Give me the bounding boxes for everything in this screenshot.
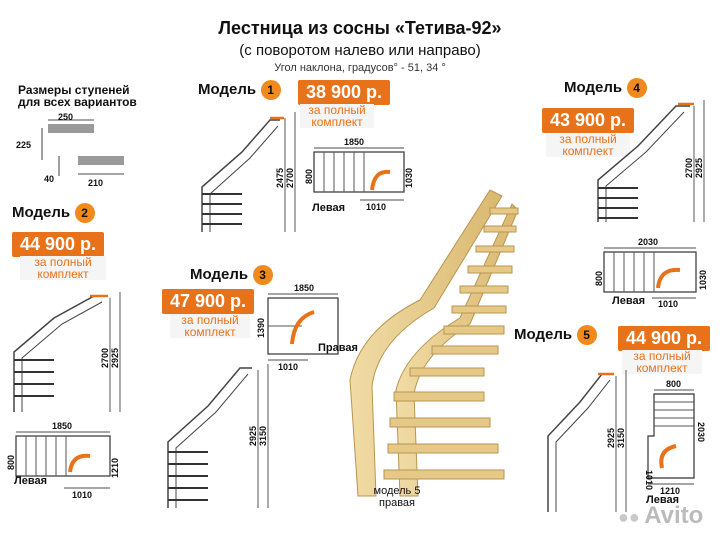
model-5-plan-view: 800 1010 2030 1210 xyxy=(644,379,706,496)
model-2-header: Модель 2 xyxy=(12,203,95,223)
model-4-side: Левая xyxy=(612,295,645,307)
dim-250: 250 xyxy=(58,112,73,122)
model-4-h2: 2925 xyxy=(694,158,704,178)
model-2-side-view: 2700 2925 xyxy=(13,292,121,412)
photo-caption-line1: модель 5 xyxy=(373,485,421,497)
model-3-badge: 3 xyxy=(252,265,273,285)
model-1-label: Модель xyxy=(198,81,257,98)
photo-caption: модель 5 правая xyxy=(362,485,432,509)
model-2-plan-view: 1850 800 1210 1010 xyxy=(6,421,120,500)
model-4-label: Модель xyxy=(564,79,623,96)
model-3-plan-view: 1850 1390 1010 xyxy=(256,283,339,372)
model-1-full-set: за полный комплект xyxy=(300,104,374,128)
model-3-side: Правая xyxy=(318,342,358,354)
model-4-plan-b: 1010 xyxy=(658,299,678,308)
model-5-full-set: за полный комплект xyxy=(622,350,702,374)
model-5-price: 44 900 р. xyxy=(618,326,711,351)
avito-dots-icon: ●● xyxy=(618,507,640,527)
page-subtitle: (с поворотом налево или направо) xyxy=(239,42,481,59)
model-5-plan-w: 800 xyxy=(666,379,681,389)
model-4-side-view: 2700 2925 xyxy=(597,100,705,222)
steps-caption-line2: для всех вариантов xyxy=(18,95,137,109)
upper-step-shape xyxy=(48,124,94,133)
model-5-header: Модель 5 xyxy=(514,325,597,345)
dim-40: 40 xyxy=(44,174,54,184)
model-1-plan-view: 1850 800 1030 1010 xyxy=(304,137,414,212)
model-1-side-view: 2475 2700 xyxy=(201,112,296,232)
model-5-side-view: 2925 3150 xyxy=(547,370,627,512)
model-5-side: Левая xyxy=(646,494,679,506)
model-1-plan-h2: 1030 xyxy=(404,168,414,188)
model-5-badge: 5 xyxy=(576,325,597,345)
model-1-plan-w: 1850 xyxy=(344,137,364,147)
model-5-h1: 2925 xyxy=(606,428,616,448)
model-2-plan-h2: 1210 xyxy=(110,458,120,478)
model-1-price: 38 900 р. xyxy=(298,80,391,105)
model-4-plan-w: 2030 xyxy=(638,237,658,247)
model-5-h2: 3150 xyxy=(616,428,626,448)
model-2-label: Модель xyxy=(12,204,71,221)
model-3-h2: 3150 xyxy=(258,426,268,446)
model-3-h1: 2925 xyxy=(248,426,258,446)
model-5-plan-b: 1210 xyxy=(660,486,680,496)
avito-watermark-text: Avito xyxy=(644,502,704,529)
step-size-diagram: 250 225 40 210 xyxy=(16,112,124,188)
model-3-label: Модель xyxy=(190,266,249,283)
model-3-plan-b: 1010 xyxy=(278,362,298,372)
staircase-photo xyxy=(349,189,519,497)
model-3-price: 47 900 р. xyxy=(162,289,255,314)
steps-caption-line1: Размеры ступеней xyxy=(18,83,130,97)
model-2-side: Левая xyxy=(14,475,47,487)
model-1-h1: 2475 xyxy=(275,168,285,188)
model-2-plan-b: 1010 xyxy=(72,490,92,500)
model-2-full-set: за полный комплект xyxy=(20,256,106,280)
model-4-plan-view: 2030 800 1030 1010 xyxy=(594,237,708,308)
model-1-header: Модель 1 xyxy=(198,80,281,100)
model-1-h2: 2700 xyxy=(285,168,295,188)
model-3-header: Модель 3 xyxy=(190,265,273,285)
model-4-badge: 4 xyxy=(626,78,647,98)
model-5-label: Модель xyxy=(514,326,573,343)
model-2-h1: 2700 xyxy=(100,348,110,368)
model-3-plan-h: 1390 xyxy=(256,318,266,338)
model-3-full-set: за полный комплект xyxy=(170,314,250,338)
lower-step-shape xyxy=(78,156,124,165)
model-3-plan-w: 1850 xyxy=(294,283,314,293)
dim-210: 210 xyxy=(88,178,103,188)
model-4-price: 43 900 р. xyxy=(542,108,635,133)
model-2-badge: 2 xyxy=(74,203,95,223)
photo-caption-line2: правая xyxy=(379,497,415,509)
model-3-side-view: 2925 3150 xyxy=(167,364,269,508)
dim-225: 225 xyxy=(16,140,31,150)
model-4-plan-h2: 1030 xyxy=(698,270,708,290)
model-1-side: Левая xyxy=(312,202,345,214)
model-2-plan-h: 800 xyxy=(6,455,16,470)
avito-watermark: ●● Avito xyxy=(618,502,703,530)
model-5-plan-h: 1010 xyxy=(644,470,654,490)
model-5-plan-h2: 2030 xyxy=(696,422,706,442)
model-1-plan-h: 800 xyxy=(304,169,314,184)
model-1-plan-b: 1010 xyxy=(366,202,386,212)
model-4-plan-h: 800 xyxy=(594,271,604,286)
model-2-h2: 2925 xyxy=(110,348,120,368)
model-2-plan-w: 1850 xyxy=(52,421,72,431)
model-4-full-set: за полный комплект xyxy=(546,133,630,157)
page-title: Лестница из сосны «Тетива-92» xyxy=(218,18,502,38)
model-4-header: Модель 4 xyxy=(564,78,647,98)
model-2-price: 44 900 р. xyxy=(12,232,105,257)
model-1-badge: 1 xyxy=(260,80,281,100)
angle-note: Угол наклона, градусов° - 51, 34 ° xyxy=(274,62,446,74)
model-4-h1: 2700 xyxy=(684,158,694,178)
steps-caption: Размеры ступеней для всех вариантов xyxy=(18,84,137,108)
